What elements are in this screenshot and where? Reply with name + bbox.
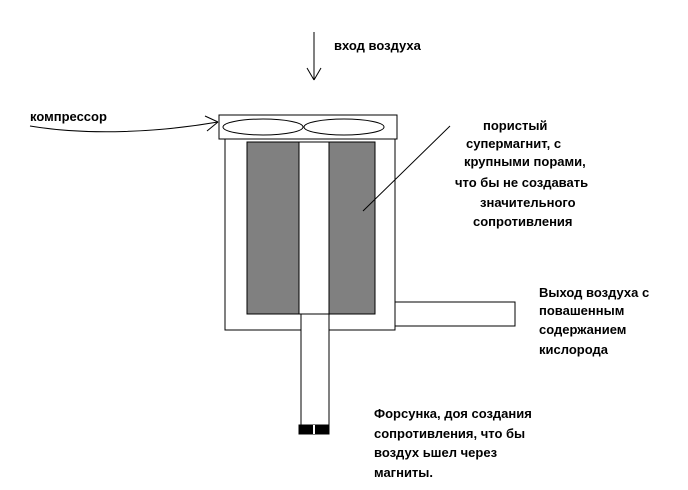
magnet-label-line-4: что бы не создавать [455, 175, 589, 190]
air-inlet-arrow [306, 32, 322, 81]
compressor-arrow [29, 115, 219, 133]
outlet-label-line-2: повашенным [539, 303, 625, 318]
magnet-right [328, 141, 376, 315]
nozzle-tube [298, 313, 330, 435]
nozzle-label-line-4: магниты. [374, 465, 434, 480]
compressor-fan-right [303, 118, 385, 136]
magnet-label-line-2: супермагнит, с [466, 136, 562, 151]
compressor-fan-left [222, 118, 304, 136]
outlet-label-line-1: Выход воздуха с [539, 285, 650, 300]
air-inlet-label: вход воздуха [334, 38, 421, 53]
outlet-pipe [394, 301, 516, 327]
nozzle-label-line-3: воздух ьшел через [374, 445, 498, 460]
nozzle-label-line-2: сопротивления, что бы [374, 426, 526, 441]
magnet-label-line-3: крупными порами, [464, 154, 586, 169]
magnet-left [246, 141, 300, 315]
magnet-label-line-6: сопротивления [473, 214, 573, 229]
magnets [246, 141, 376, 315]
magnet-label-line-5: значительного [480, 195, 576, 210]
magnet-label-line-1: пористый [483, 118, 548, 133]
outlet-label-line-3: содержанием [539, 322, 627, 337]
compressor-label: компрессор [30, 109, 107, 124]
outlet-label-line-4: кислорода [539, 342, 608, 357]
compressor-unit [218, 114, 398, 140]
magnet-pointer-line [362, 125, 451, 212]
central-channel [298, 141, 330, 315]
nozzle-label-line-1: Форсунка, доя создания [374, 406, 532, 421]
